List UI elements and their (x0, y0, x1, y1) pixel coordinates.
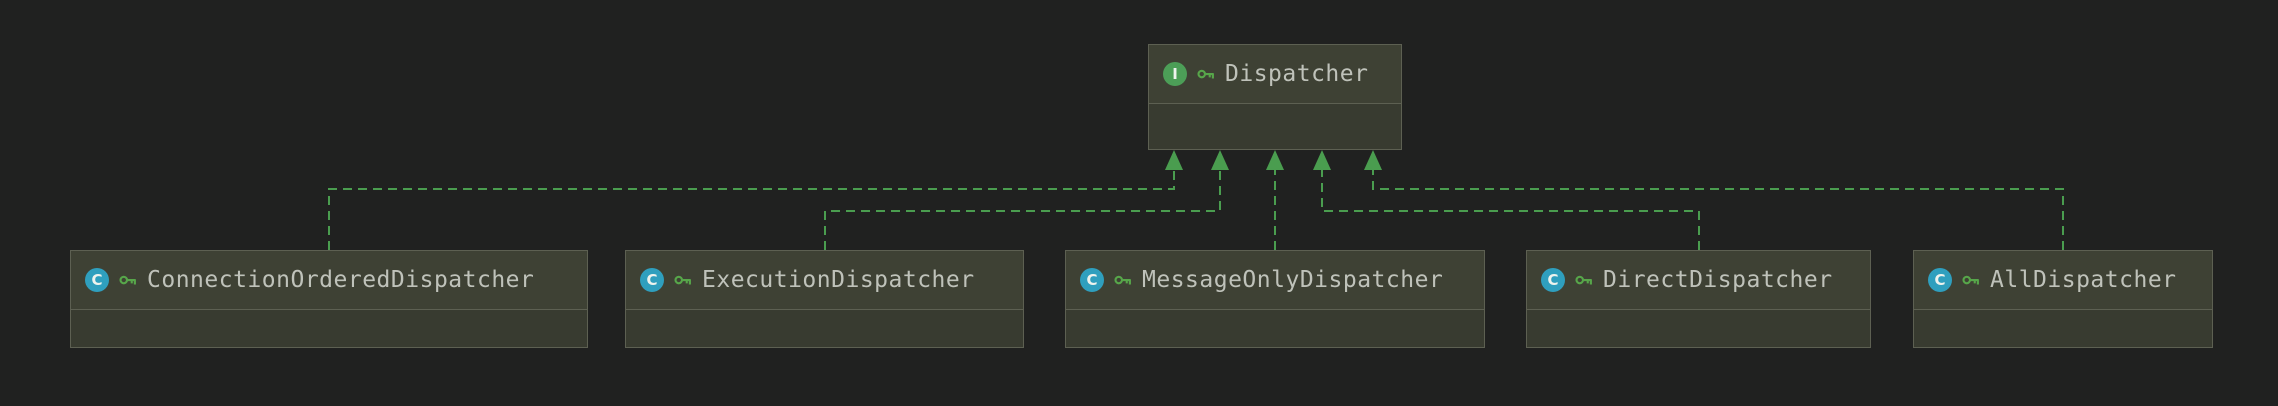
class-icon: C (640, 268, 664, 292)
node-message-only-dispatcher[interactable]: C MessageOnlyDispatcher (1065, 250, 1485, 348)
class-icon: C (1080, 268, 1104, 292)
interface-icon: I (1163, 62, 1187, 86)
node-title: C ConnectionOrderedDispatcher (71, 251, 587, 309)
node-label: AllDispatcher (1990, 267, 2177, 293)
node-members-compartment (1066, 309, 1484, 347)
key-icon (673, 270, 693, 290)
key-icon (118, 270, 138, 290)
edge-all-dispatcher-to-dispatcher (1364, 150, 2064, 250)
realization-arrow-icon (1266, 150, 1284, 170)
realization-arrow-icon (1364, 150, 1382, 170)
node-title: C ExecutionDispatcher (626, 251, 1023, 309)
key-icon (1961, 270, 1981, 290)
node-members-compartment (1149, 103, 1401, 149)
node-direct-dispatcher[interactable]: C DirectDispatcher (1526, 250, 1871, 348)
node-members-compartment (1527, 309, 1870, 347)
realization-arrow-icon (1165, 150, 1183, 170)
node-execution-dispatcher[interactable]: C ExecutionDispatcher (625, 250, 1024, 348)
node-members-compartment (1914, 309, 2212, 347)
node-title: C AllDispatcher (1914, 251, 2212, 309)
node-all-dispatcher[interactable]: C AllDispatcher (1913, 250, 2213, 348)
node-connection-ordered-dispatcher[interactable]: C ConnectionOrderedDispatcher (70, 250, 588, 348)
node-title: I Dispatcher (1149, 45, 1401, 103)
node-dispatcher[interactable]: I Dispatcher (1148, 44, 1402, 150)
class-icon: C (85, 268, 109, 292)
edge-direct-dispatcher-to-dispatcher (1313, 150, 1700, 250)
node-label: Dispatcher (1225, 61, 1369, 87)
edge-connection-ordered-dispatcher-to-dispatcher (328, 150, 1183, 250)
node-title: C DirectDispatcher (1527, 251, 1870, 309)
key-icon (1113, 270, 1133, 290)
key-icon (1196, 64, 1216, 84)
node-title: C MessageOnlyDispatcher (1066, 251, 1484, 309)
edge-message-only-dispatcher-to-dispatcher (1266, 150, 1284, 250)
key-icon (1574, 270, 1594, 290)
node-members-compartment (71, 309, 587, 347)
node-label: ConnectionOrderedDispatcher (147, 267, 535, 293)
node-members-compartment (626, 309, 1023, 347)
node-label: ExecutionDispatcher (702, 267, 975, 293)
node-label: DirectDispatcher (1603, 267, 1833, 293)
class-icon: C (1541, 268, 1565, 292)
class-icon: C (1928, 268, 1952, 292)
realization-arrow-icon (1211, 150, 1229, 170)
edge-execution-dispatcher-to-dispatcher (824, 150, 1229, 250)
node-label: MessageOnlyDispatcher (1142, 267, 1444, 293)
realization-arrow-icon (1313, 150, 1331, 170)
